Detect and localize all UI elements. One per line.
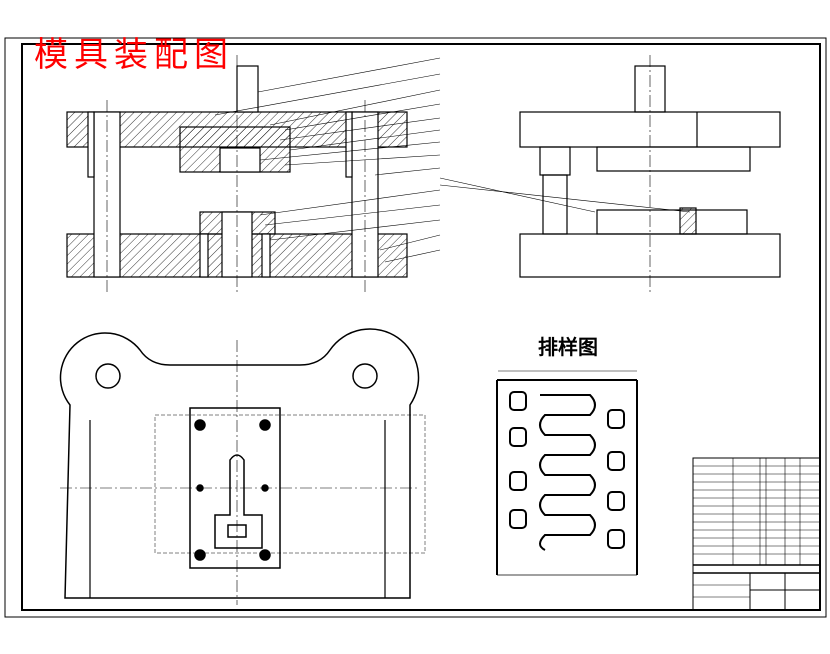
side-view bbox=[439, 55, 781, 295]
outer-frame bbox=[4, 37, 827, 618]
strip-layout-title: 排样图 bbox=[538, 335, 598, 359]
strip-layout bbox=[496, 370, 638, 576]
drawing-title: 模具装配图 bbox=[34, 35, 234, 75]
title-block bbox=[692, 457, 821, 611]
inner-frame bbox=[21, 43, 821, 611]
front-section-view bbox=[66, 55, 441, 295]
plan-view bbox=[59, 328, 426, 605]
